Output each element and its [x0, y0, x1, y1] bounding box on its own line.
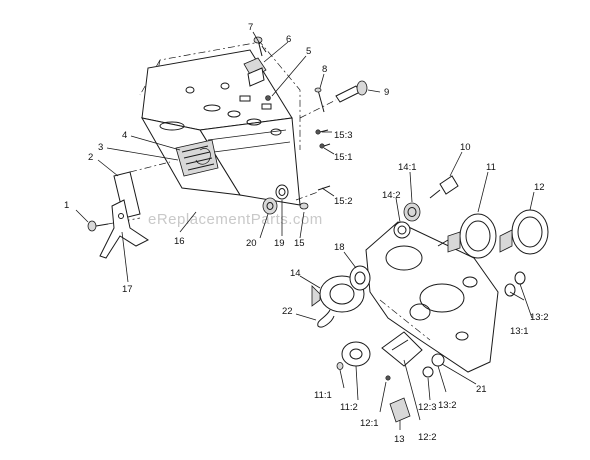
callout-16: 16: [174, 236, 185, 247]
callout-22: 22: [282, 306, 293, 317]
callout-13-2-lower: 13:2: [438, 400, 457, 411]
callout-12: 12: [534, 182, 545, 193]
callout-1: 1: [64, 200, 69, 211]
part-14-1-14-2: [393, 202, 421, 239]
part-21-bracket: [381, 331, 423, 367]
dash-panel: [365, 221, 499, 373]
callout-18: 18: [334, 242, 345, 253]
callout-12-2: 12:2: [418, 432, 437, 443]
mounting-box-16: [139, 41, 301, 206]
part-12-small-parts: [385, 353, 445, 381]
callout-20: 20: [246, 238, 257, 249]
callout-15-2: 15:2: [334, 196, 353, 207]
callout-17: 17: [122, 284, 133, 295]
callout-5: 5: [306, 46, 311, 57]
part-11-2-flange: [336, 341, 371, 370]
callout-6: 6: [286, 34, 291, 45]
part-12-gauge: [499, 209, 549, 255]
part-6-7-connector: [243, 36, 267, 87]
part-22-wire: [317, 309, 335, 328]
part-10-switch: [429, 175, 459, 199]
callout-13-2-right: 13:2: [530, 312, 549, 323]
callout-labels: 1 2 3 4 5 6 7 8 9 10 11 11:1 11:2 12 12:…: [64, 22, 549, 445]
part-11-gauge: [437, 213, 497, 259]
part-19-20-knobs: [262, 184, 289, 215]
callout-15-1: 15:1: [334, 152, 353, 163]
callout-12-1: 12:1: [360, 418, 379, 429]
callout-15: 15: [294, 238, 305, 249]
callout-10: 10: [460, 142, 471, 153]
callout-13: 13: [394, 434, 405, 445]
part-5-nut: [265, 95, 271, 101]
callout-9: 9: [384, 87, 389, 98]
callout-14-2: 14:2: [382, 190, 401, 201]
callout-7: 7: [248, 22, 253, 33]
callout-4: 4: [122, 130, 127, 141]
callout-8: 8: [322, 64, 327, 75]
leader-lines: [75, 31, 535, 430]
part-13-washers: [504, 271, 526, 297]
callout-15-3: 15:3: [334, 130, 353, 141]
callout-21: 21: [476, 384, 487, 395]
callout-14-1: 14:1: [398, 162, 417, 173]
callout-3: 3: [98, 142, 103, 153]
part-8-9-switch: [299, 80, 368, 119]
callout-14: 14: [290, 268, 301, 279]
callout-11: 11: [486, 162, 496, 173]
watermark-text: eReplacementParts.com: [148, 211, 323, 228]
part-13-block: [389, 397, 411, 423]
part-17-lever: [99, 199, 149, 259]
callout-12-3: 12:3: [418, 402, 437, 413]
callout-13-1: 13:1: [510, 326, 529, 337]
part-18-ring: [349, 265, 371, 291]
callout-2: 2: [88, 152, 93, 163]
callout-11-1: 11:1: [314, 390, 332, 401]
part-15-screws: [295, 129, 331, 210]
callout-19: 19: [274, 238, 285, 249]
callout-11-2: 11:2: [340, 402, 358, 413]
